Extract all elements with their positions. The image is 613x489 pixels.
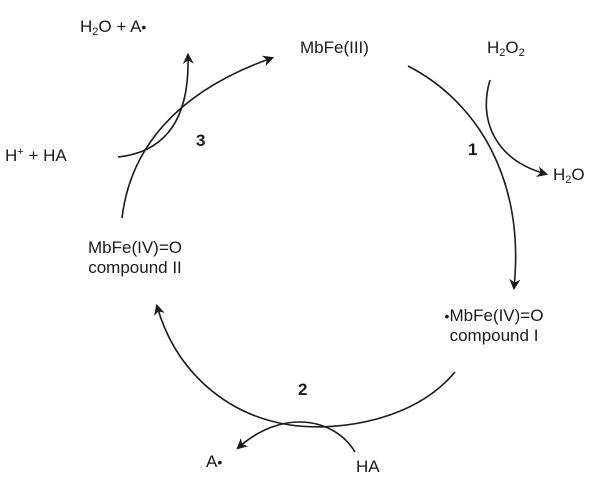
mbfe3-label: MbFe(III) [300,38,369,58]
side-arrow-step3 [117,52,194,158]
arc-compound1-to-compound2 [154,303,456,428]
mbfe3-text: MbFe(III) [300,38,369,57]
side-arrow-step2 [236,421,356,453]
ha-reagent-step2: HA [356,457,380,476]
compound2-label: MbFe(IV)=O compound II [55,238,215,278]
compound1-formula: MbFe(IV)=O [449,306,544,325]
step-3-number: 3 [196,131,206,150]
h2o-product-step1: H2O [553,165,585,186]
compound1-label: •MbFe(IV)=O compound I [409,306,579,346]
arc-mbfe3-to-compound1 [407,65,521,291]
step-2-number: 2 [298,380,308,399]
hplus-ha-reagent-step3: H+ + HA [5,146,67,165]
a-radical-product-step2: A• [206,452,223,471]
compound2-formula: MbFe(IV)=O [88,238,182,257]
compound1-name: compound I [449,326,539,345]
compound2-name: compound II [88,258,182,277]
h2o-a-radical-product-step3: H2O + A• [80,17,147,38]
h2o2-label: H2O2 [487,38,525,59]
arc-compound2-to-mbfe3 [121,55,275,219]
step-1-number: 1 [468,140,478,159]
side-arrow-step1 [485,79,549,177]
radical-dot-symbol: • [444,308,450,324]
